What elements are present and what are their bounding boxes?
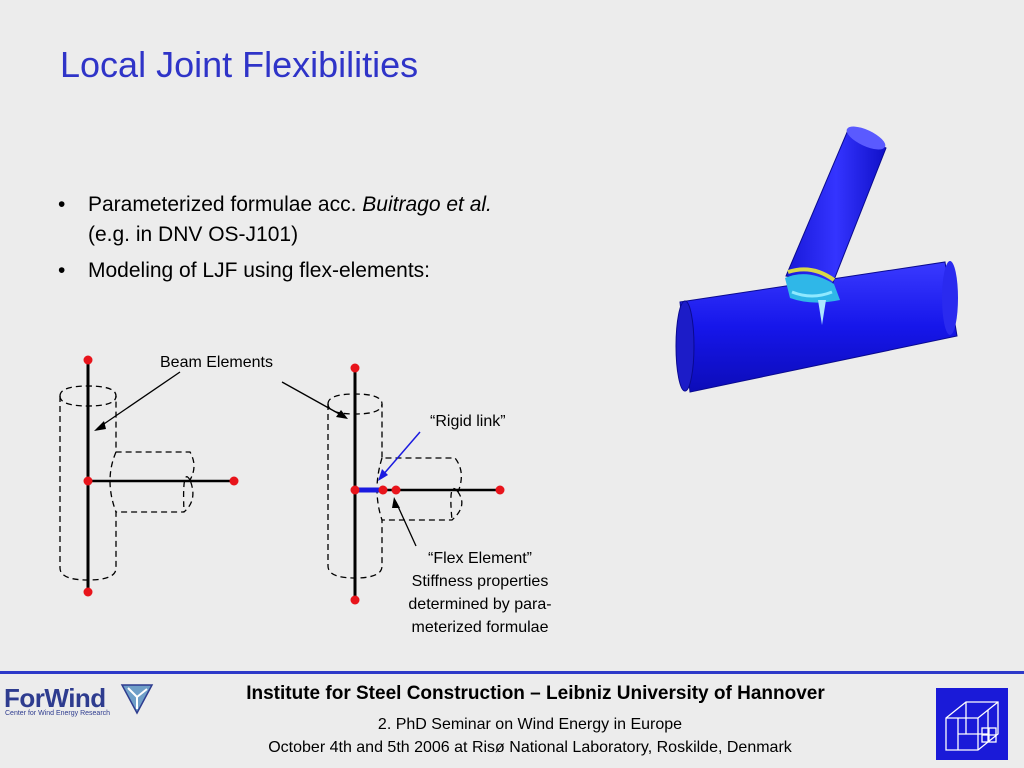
left-joint-schematic <box>59 360 234 592</box>
bullet-list: • Parameterized formulae acc. Buitrago e… <box>48 190 608 292</box>
rigid-link <box>355 431 421 493</box>
bullet-dot: • <box>58 193 66 216</box>
flex-element-line: determined by para- <box>408 596 552 613</box>
right-nodes <box>350 363 505 605</box>
university-cube-icon <box>936 688 1008 760</box>
bullet-item: • Parameterized formulae acc. Buitrago e… <box>48 190 608 250</box>
fem-chord <box>675 261 958 393</box>
beam-elements-label: Beam Elements <box>160 354 273 371</box>
flex-element-line: Stiffness properties <box>411 573 549 590</box>
bullet-dot: • <box>58 259 66 282</box>
forwind-logo: ForWind Center for Wind Energy Research <box>4 683 154 719</box>
wind-turbine-icon <box>120 684 154 715</box>
slide-title: Local Joint Flexibilities <box>60 44 419 85</box>
flex-element-line: “Flex Element” <box>427 550 533 567</box>
logo-subtext: Center for Wind Energy Research <box>5 710 111 717</box>
logo-text: ForWind <box>4 683 106 713</box>
seminar-date-location: October 4th and 5th 2006 at Risø Nationa… <box>268 739 792 756</box>
seminar-title: 2. PhD Seminar on Wind Energy in Europe <box>377 716 683 733</box>
left-nodes <box>83 355 239 597</box>
flex-element-line: meterized formulae <box>411 619 549 636</box>
fem-brace <box>785 126 887 286</box>
bullet-text-line2: (e.g. in DNV OS-J101) <box>88 223 299 246</box>
flex-element-label: “Flex Element” Stiffness properties dete… <box>380 547 580 639</box>
institute-name: Institute for Steel Construction – Leibn… <box>246 683 825 704</box>
bullet-emphasis: Buitrago et al. <box>362 193 492 216</box>
right-joint-schematic <box>281 368 500 600</box>
bullet-item: • Modeling of LJF using flex-elements: <box>48 256 608 286</box>
bullet-text: Parameterized formulae acc. <box>88 193 363 216</box>
footer-divider <box>0 671 1024 674</box>
fem-stress-hotspot <box>785 267 840 325</box>
bullet-text: Modeling of LJF using flex-elements: <box>88 259 430 282</box>
rigid-link-label: “Rigid link” <box>430 413 506 430</box>
